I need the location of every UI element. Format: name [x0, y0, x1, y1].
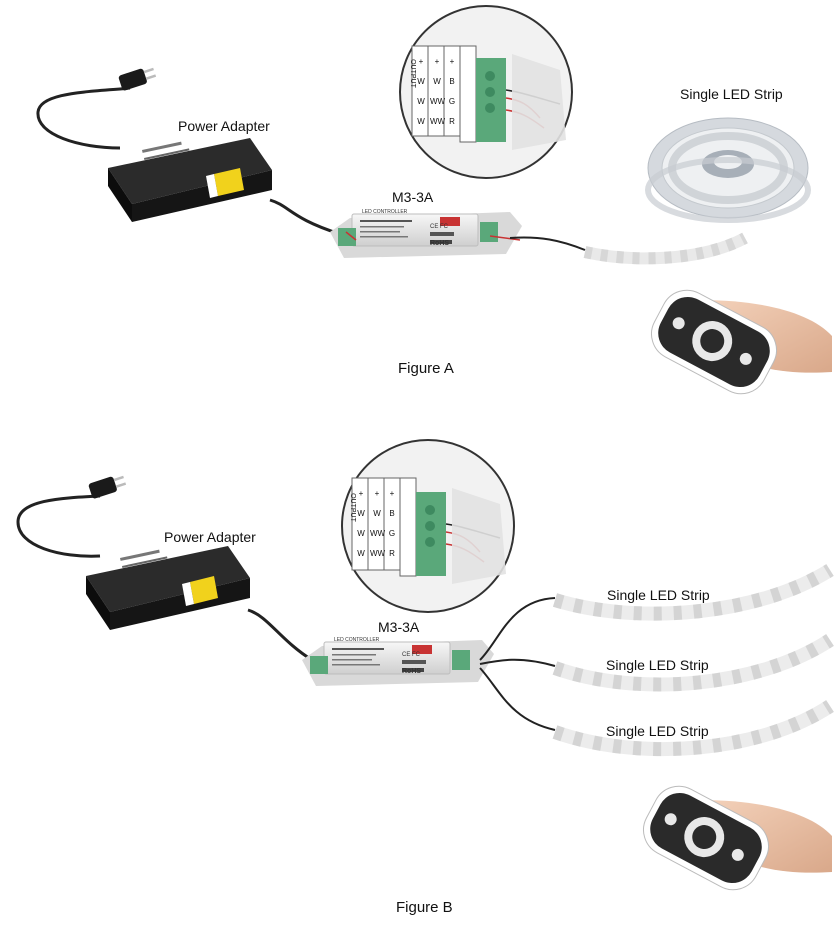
remote-hand-b — [643, 785, 832, 891]
power-cord-b — [16, 494, 101, 558]
controller-face-cert-b: CE FC — [402, 652, 420, 658]
power-adapter-label-b: Power Adapter — [164, 529, 256, 545]
strip-label-b3: Single LED Strip — [606, 723, 709, 739]
strip-label-b1: Single LED Strip — [607, 587, 710, 603]
plug-icon-a — [118, 67, 157, 91]
dc-cable-a — [269, 198, 341, 236]
strip-label-a: Single LED Strip — [680, 86, 783, 102]
controller-face-rohs-a: RoHS — [430, 240, 450, 247]
figure-a-caption: Figure A — [398, 360, 454, 377]
led-strip-b1 — [552, 564, 834, 621]
controller-b — [302, 640, 494, 686]
terminal-header-b: OUTPUT — [348, 493, 356, 522]
controller-face-title-b: LED CONTROLLER — [334, 637, 380, 643]
controller-label-a: M3-3A — [392, 189, 434, 205]
dc-cable-b — [247, 608, 313, 662]
power-adapter-label-a: Power Adapter — [178, 118, 270, 134]
figure-b — [16, 439, 834, 891]
output-cable-b3 — [479, 667, 556, 731]
led-strip-b2 — [552, 634, 834, 692]
terminal-header-a: OUTPUT — [408, 59, 416, 88]
figure-a — [36, 5, 832, 395]
controller-a — [330, 212, 522, 258]
led-strip-b3 — [552, 700, 834, 757]
remote-hand-a — [651, 289, 832, 395]
terminal-zoom-a — [399, 5, 573, 179]
controller-label-b: M3-3A — [378, 619, 420, 635]
controller-face-rohs-b: RoHS — [402, 668, 422, 675]
output-cable-b1 — [479, 597, 556, 661]
controller-face-title-a: LED CONTROLLER — [362, 209, 408, 215]
strip-label-b2: Single LED Strip — [606, 657, 709, 673]
plug-icon-b — [88, 475, 127, 499]
figure-b-caption: Figure B — [396, 899, 453, 916]
power-adapter-a — [108, 138, 272, 222]
output-cable-b2 — [479, 658, 556, 667]
led-reel-a — [645, 117, 811, 223]
output-cable-a — [509, 236, 586, 251]
controller-face-cert-a: CE FC — [430, 224, 448, 230]
terminal-zoom-b — [341, 439, 515, 613]
power-cord-a — [36, 86, 131, 150]
power-adapter-b — [86, 546, 250, 630]
